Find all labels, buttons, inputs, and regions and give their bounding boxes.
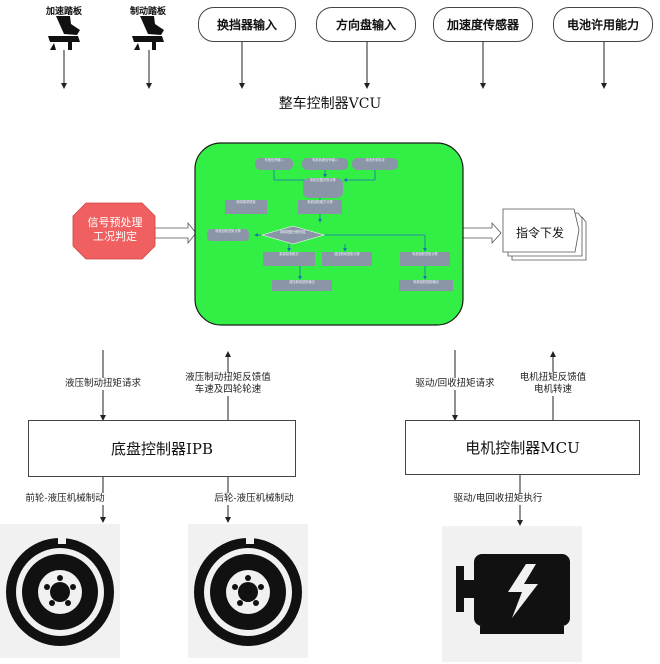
rear-brake-label: 后轮-液压机械制动 (208, 493, 300, 505)
flow-node-motor-speed: 电机转速信号输入 (302, 158, 348, 170)
battery-capacity-node: 电池许用能力 (553, 7, 653, 42)
electric-motor-icon (442, 526, 582, 662)
command-output-label: 指令下发 (515, 226, 564, 240)
flow-node-hydraulic-calc: 液压制动扭矩计算 (322, 252, 372, 266)
preprocess-label: 信号预处理 工况判定 (75, 216, 155, 244)
drive-request-label: 驱动/回收扭矩请求 (406, 378, 504, 390)
flow-node-intent: 制动意图识别计算 (303, 178, 343, 198)
hydraulic-feedback-line-1: 液压制动扭矩反馈值 (185, 372, 271, 383)
hydraulic-request-label: 液压制动扭矩请求 (55, 378, 151, 390)
preprocess-block (72, 202, 156, 260)
preprocess-line-1: 信号预处理 (87, 216, 143, 229)
flow-node-regen-calc: 电机回收扭矩计算 (207, 229, 249, 241)
mcu-controller: 电机控制器MCU (405, 420, 640, 475)
flow-node-demand: 制动需求扭矩 (225, 200, 267, 214)
decision-diamond (260, 225, 326, 245)
command-output-block (502, 208, 587, 261)
accelerator-pedal-icon (48, 16, 80, 50)
flow-node-decision-label: 制动扭矩分配判定 (280, 230, 306, 234)
motor-feedback-label: 电机扭矩反馈值 电机转速 (510, 372, 596, 396)
flow-node-regen-mode: 能量回收模式 (263, 252, 315, 266)
flow-node-battery: 电池许用电流 (352, 158, 398, 170)
motor-feedback-line-2: 电机转速 (533, 384, 572, 395)
front-brake-disc-icon (0, 524, 120, 658)
hydraulic-feedback-label: 液压制动扭矩反馈值 车速及四轮轮速 (172, 372, 284, 396)
gear-input-node: 换挡器输入 (198, 7, 296, 42)
flow-node-motor-calc: 电机回收扭矩计算 (400, 252, 450, 266)
vcu-title: 整车控制器VCU (278, 96, 382, 112)
steering-input-node: 方向盘输入 (316, 7, 416, 42)
motor-feedback-line-1: 电机扭矩反馈值 (519, 372, 587, 383)
flow-node-hydraulic-output: 液压制动扭矩输出 (272, 280, 332, 291)
hydraulic-feedback-line-2: 车速及四轮轮速 (194, 384, 262, 395)
flow-node-motor-output: 电机回收扭矩输出 (399, 280, 453, 291)
motor-exec-label: 驱动/电回收扭矩执行 (448, 493, 548, 505)
rear-brake-disc-icon (188, 524, 308, 658)
front-brake-label: 前轮-液压机械制动 (20, 493, 110, 505)
accel-sensor-node: 加速度传感器 (433, 7, 533, 42)
preprocess-line-2: 工况判定 (93, 230, 137, 243)
brake-pedal-icon (132, 16, 164, 50)
brake-pedal-label: 制动踏板 (129, 7, 166, 17)
ipb-controller: 底盘控制器IPB (28, 420, 296, 477)
flow-node-speed: 车速信号输入 (255, 158, 293, 170)
flow-node-regen-capacity: 电机回收能力计算 (298, 200, 342, 214)
accel-pedal-label: 加速踏板 (45, 7, 82, 17)
flow-panel (194, 142, 464, 326)
